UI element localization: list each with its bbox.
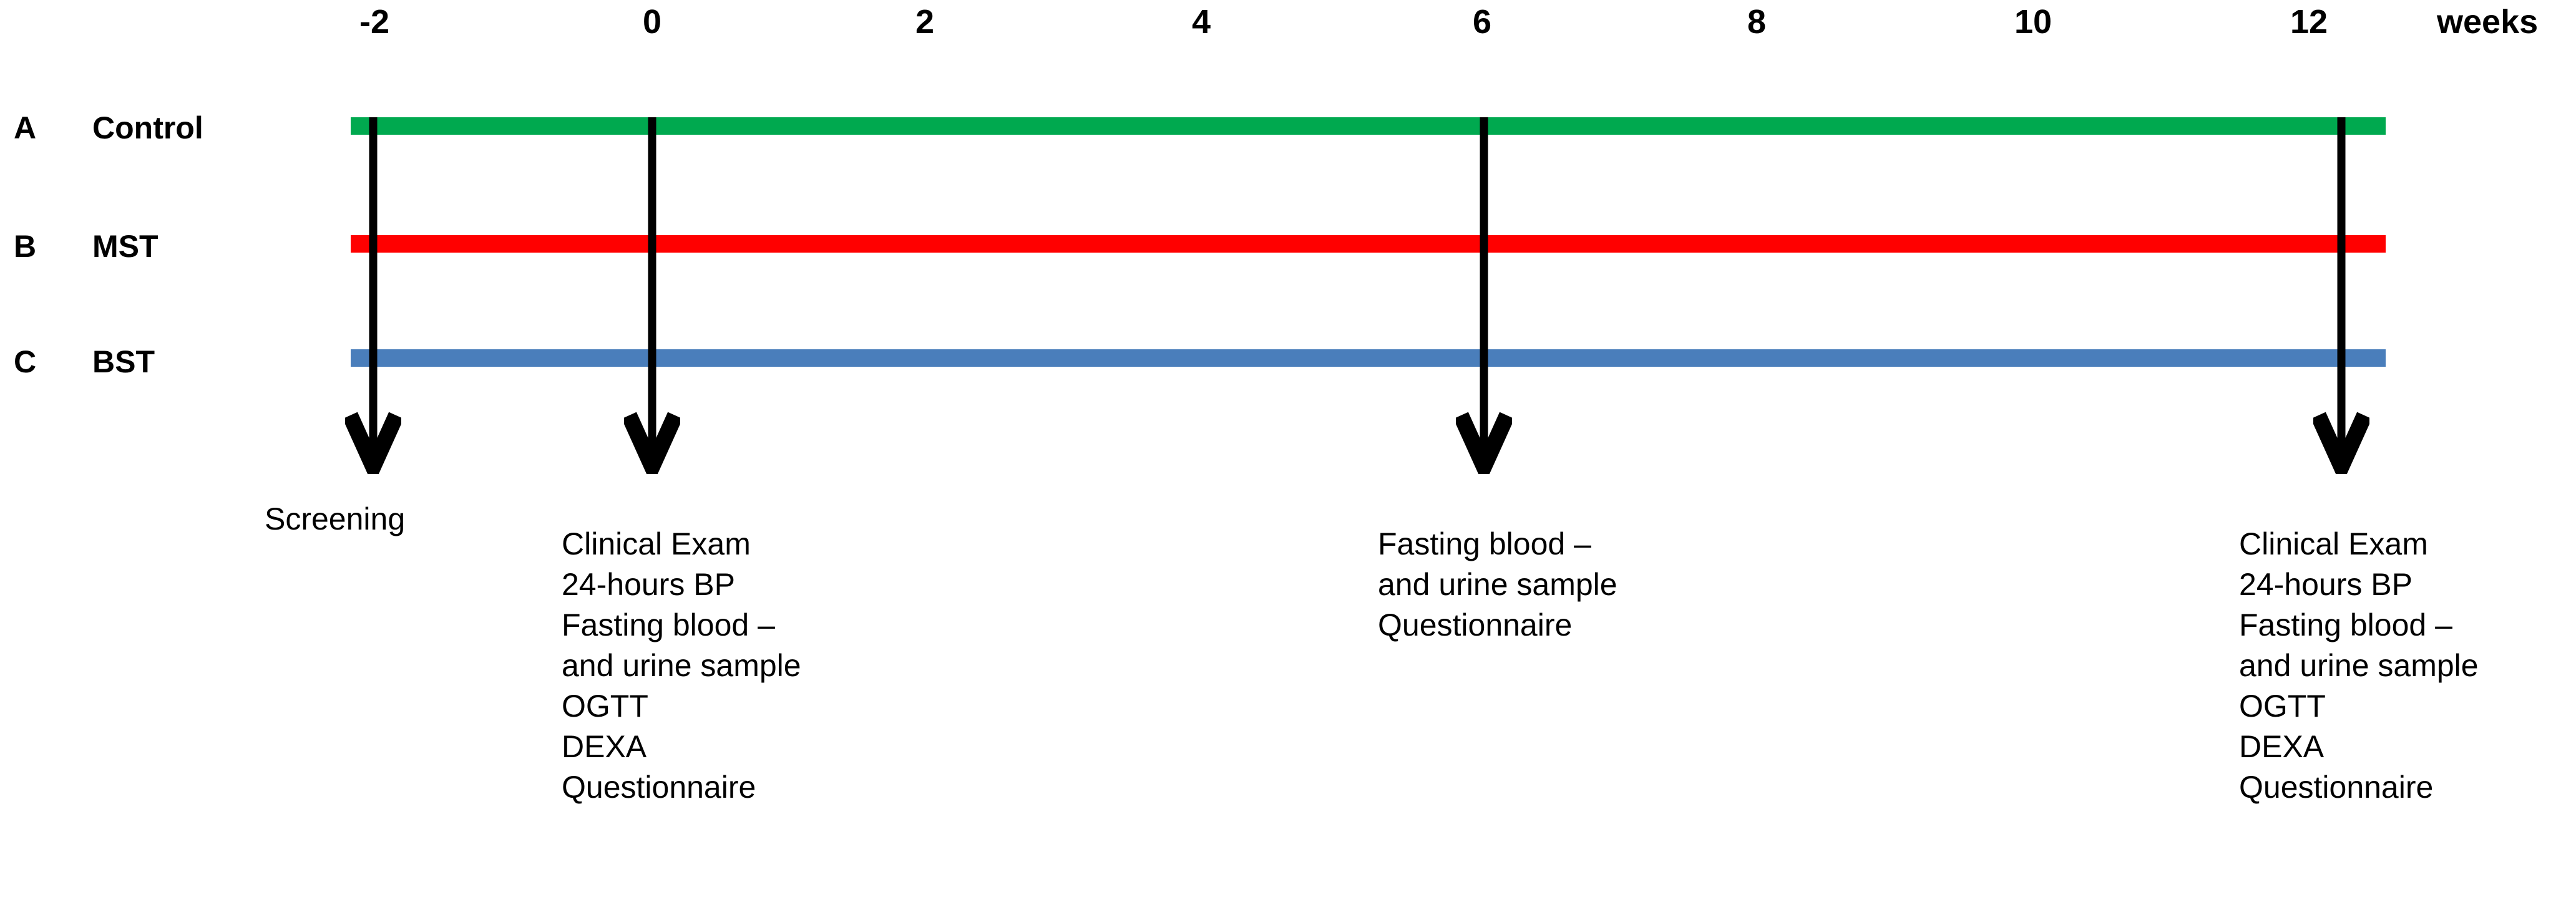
- note-line: Questionnaire: [2239, 770, 2434, 805]
- arm-letter-c: C: [14, 344, 37, 379]
- note-line: Fasting blood –: [562, 608, 775, 642]
- timepoint-note-week-6: Fasting blood – and urine sample Questio…: [1378, 524, 1617, 646]
- note-line: Questionnaire: [1378, 608, 1573, 642]
- note-line: Clinical Exam: [2239, 526, 2428, 561]
- note-line: and urine sample: [2239, 648, 2479, 683]
- note-line: DEXA: [562, 729, 647, 764]
- axis-tick-4: 4: [1191, 3, 1211, 41]
- timepoint-arrow-week-12: [2313, 117, 2369, 474]
- arm-bar-control: [351, 117, 2386, 135]
- axis-tick-2: 2: [915, 3, 935, 41]
- axis-tick-minus2: -2: [359, 3, 389, 41]
- axis-tick-0: 0: [642, 3, 662, 41]
- arm-letter-b: B: [14, 229, 37, 264]
- arm-letter-a: A: [14, 110, 37, 145]
- timepoint-note-week-minus2: Screening: [265, 499, 405, 540]
- note-line: Fasting blood –: [2239, 608, 2452, 642]
- note-line: 24-hours BP: [562, 567, 735, 602]
- note-line: and urine sample: [562, 648, 801, 683]
- arm-name-mst: MST: [92, 229, 159, 264]
- axis-tick-12: 12: [2290, 3, 2328, 41]
- timepoint-arrow-week-minus2: [345, 117, 401, 474]
- note-line: OGTT: [562, 689, 648, 724]
- note-line: Screening: [265, 501, 406, 536]
- note-line: Questionnaire: [562, 770, 756, 805]
- timepoint-note-week-0: Clinical Exam 24-hours BP Fasting blood …: [562, 524, 801, 808]
- note-line: OGTT: [2239, 689, 2326, 724]
- arm-bar-mst: [351, 235, 2386, 253]
- timepoint-arrow-week-6: [1456, 117, 1512, 474]
- axis-tick-6: 6: [1472, 3, 1492, 41]
- axis-tick-10: 10: [2014, 3, 2052, 41]
- note-line: 24-hours BP: [2239, 567, 2413, 602]
- timepoint-arrow-week-0: [624, 117, 680, 474]
- axis-unit-label: weeks: [2437, 3, 2539, 41]
- arm-name-bst: BST: [92, 344, 155, 379]
- note-line: Clinical Exam: [562, 526, 751, 561]
- note-line: DEXA: [2239, 729, 2325, 764]
- axis-tick-8: 8: [1747, 3, 1767, 41]
- timepoint-note-week-12: Clinical Exam 24-hours BP Fasting blood …: [2239, 524, 2479, 808]
- arm-name-control: Control: [92, 110, 203, 145]
- note-line: Fasting blood –: [1378, 526, 1591, 561]
- arm-bar-bst: [351, 349, 2386, 367]
- note-line: and urine sample: [1378, 567, 1617, 602]
